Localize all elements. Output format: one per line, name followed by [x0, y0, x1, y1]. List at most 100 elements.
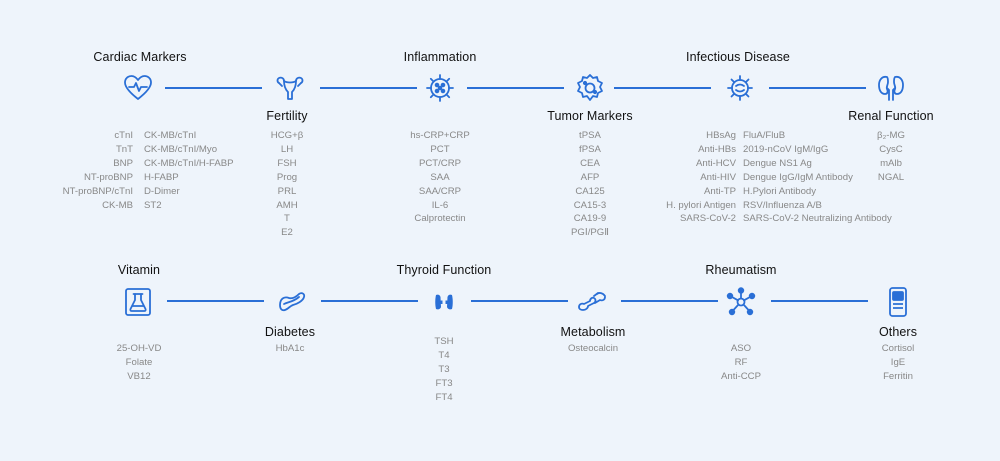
diabetes-list: HbA1c: [276, 342, 305, 356]
fertility-title: Fertility: [266, 109, 308, 123]
list-item: CA125: [575, 185, 605, 197]
list-item: CK-MB: [102, 199, 133, 211]
molecule-network-icon: [724, 285, 758, 319]
list-item: AFP: [580, 171, 600, 183]
connector-line: [321, 300, 418, 302]
list-item: PRL: [277, 185, 297, 197]
list-item: SAA: [430, 171, 450, 183]
tumor-cell-icon: [573, 71, 607, 105]
list-item: CK-MB/cTnI/H-FABP: [144, 157, 234, 169]
rheumatism-title: Rheumatism: [705, 263, 777, 277]
list-item: CA19-9: [573, 213, 607, 225]
bone-joint-icon: [575, 285, 609, 319]
connector-line: [320, 87, 417, 89]
list-item: PCT/CRP: [418, 157, 462, 169]
infectious-disease-title: Infectious Disease: [686, 50, 790, 64]
list-item: CA15-3: [573, 199, 607, 211]
list-item: FluA/FluB: [743, 130, 786, 141]
thyroid-function-list: TSH T4 T3 FT3 FT4: [434, 335, 453, 405]
thyroid-icon: [427, 285, 461, 319]
test-device-icon: [881, 285, 915, 319]
list-item: T4: [438, 349, 450, 361]
connector-line: [769, 87, 866, 89]
list-item: AMH: [276, 199, 298, 211]
connector-line: [165, 87, 262, 89]
list-item: PGⅠ/PGⅡ: [571, 227, 609, 239]
kidney-icon: [874, 71, 908, 105]
list-item: 2019-nCoV IgM/IgG: [743, 143, 829, 155]
list-item: tPSA: [579, 130, 601, 141]
others-list: Cortisol IgE Ferritin: [882, 342, 915, 384]
list-item: IL-6: [431, 199, 449, 211]
list-item: T3: [438, 363, 450, 375]
list-item: CK-MB/cTnI/Myo: [144, 143, 218, 155]
bacteria-icon: [723, 71, 757, 105]
list-item: HbA1c: [275, 343, 305, 354]
list-item: T: [284, 213, 290, 225]
pancreas-icon: [275, 285, 309, 319]
inflammation-title: Inflammation: [403, 50, 477, 64]
diabetes-title: Diabetes: [264, 325, 316, 339]
list-item: FSH: [277, 157, 297, 169]
list-item: IgE: [890, 356, 906, 368]
list-item: RF: [734, 356, 748, 368]
list-item: Anti-HCV: [696, 157, 736, 169]
list-item: Anti-HBs: [698, 143, 736, 155]
list-item: NT-proBNP: [83, 171, 133, 183]
list-item: RSV/Influenza A/B: [743, 199, 822, 211]
list-item: NGAL: [877, 171, 905, 183]
vitamin-list: 25-OH-VD Folate VB12: [117, 342, 162, 384]
uterus-icon: [273, 71, 307, 105]
list-item: TnT: [115, 143, 133, 155]
list-item: Folate: [125, 356, 153, 368]
list-item: Osteocalcin: [567, 343, 619, 354]
list-item: cTnI: [114, 130, 133, 141]
inflammation-list: hs-CRP+CRP PCT PCT/CRP SAA SAA/CRP IL-6 …: [410, 129, 469, 226]
list-item: ASO: [730, 343, 752, 354]
list-item: E2: [281, 227, 293, 239]
tumor-markers-title: Tumor Markers: [547, 109, 633, 123]
fertility-list: HCG+β LH FSH Prog PRL AMH T E2: [271, 129, 303, 240]
list-item: hs-CRP+CRP: [410, 130, 470, 141]
virus-cell-icon: [423, 71, 457, 105]
list-item: CK-MB/cTnI: [144, 130, 197, 141]
tumor-markers-list: tPSA fPSA CEA AFP CA125 CA15-3 CA19-9 PG…: [571, 129, 609, 240]
list-item: TSH: [434, 336, 454, 347]
list-item: 25-OH-VD: [116, 343, 162, 354]
list-item: Ferritin: [883, 370, 913, 382]
list-item: CysC: [879, 143, 903, 155]
infectious-disease-list-right: FluA/FluB 2019-nCoV IgM/IgG Dengue NS1 A…: [743, 129, 892, 226]
list-item: NT-proBNP/cTnI: [62, 185, 133, 197]
list-item: fPSA: [579, 143, 601, 155]
renal-function-title: Renal Function: [848, 109, 934, 123]
renal-function-list: β₂-MG CysC mAlb NGAL: [877, 129, 905, 185]
list-item: mAlb: [880, 157, 902, 169]
flask-icon: [121, 285, 155, 319]
infectious-disease-list-left: HBsAg Anti-HBs Anti-HCV Anti-HIV Anti-TP…: [666, 129, 736, 226]
metabolism-list: Osteocalcin: [568, 342, 618, 356]
list-item: D-Dimer: [144, 185, 180, 197]
list-item: HCG+β: [270, 130, 304, 141]
list-item: BNP: [113, 157, 133, 169]
list-item: SARS-CoV-2 Neutralizing Antibody: [743, 213, 892, 225]
cardiac-markers-list-left: cTnI TnT BNP NT-proBNP NT-proBNP/cTnI CK…: [63, 129, 133, 212]
list-item: β₂-MG: [877, 130, 905, 141]
connector-line: [621, 300, 718, 302]
list-item: Cortisol: [881, 343, 915, 354]
connector-line: [771, 300, 868, 302]
cardiac-markers-title: Cardiac Markers: [93, 50, 187, 64]
list-item: Anti-CCP: [721, 370, 761, 382]
connector-line: [614, 87, 711, 89]
cardiac-markers-list-right: CK-MB/cTnI CK-MB/cTnI/Myo CK-MB/cTnI/H-F…: [144, 129, 234, 212]
thyroid-function-title: Thyroid Function: [396, 263, 492, 277]
list-item: SAA/CRP: [418, 185, 462, 197]
list-item: H-FABP: [144, 171, 179, 183]
list-item: Calprotectin: [414, 213, 466, 225]
list-item: Anti-HIV: [700, 171, 736, 183]
connector-line: [471, 300, 568, 302]
list-item: H.Pylori Antibody: [743, 185, 817, 197]
others-title: Others: [878, 325, 918, 339]
connector-line: [167, 300, 264, 302]
list-item: VB12: [127, 370, 151, 382]
